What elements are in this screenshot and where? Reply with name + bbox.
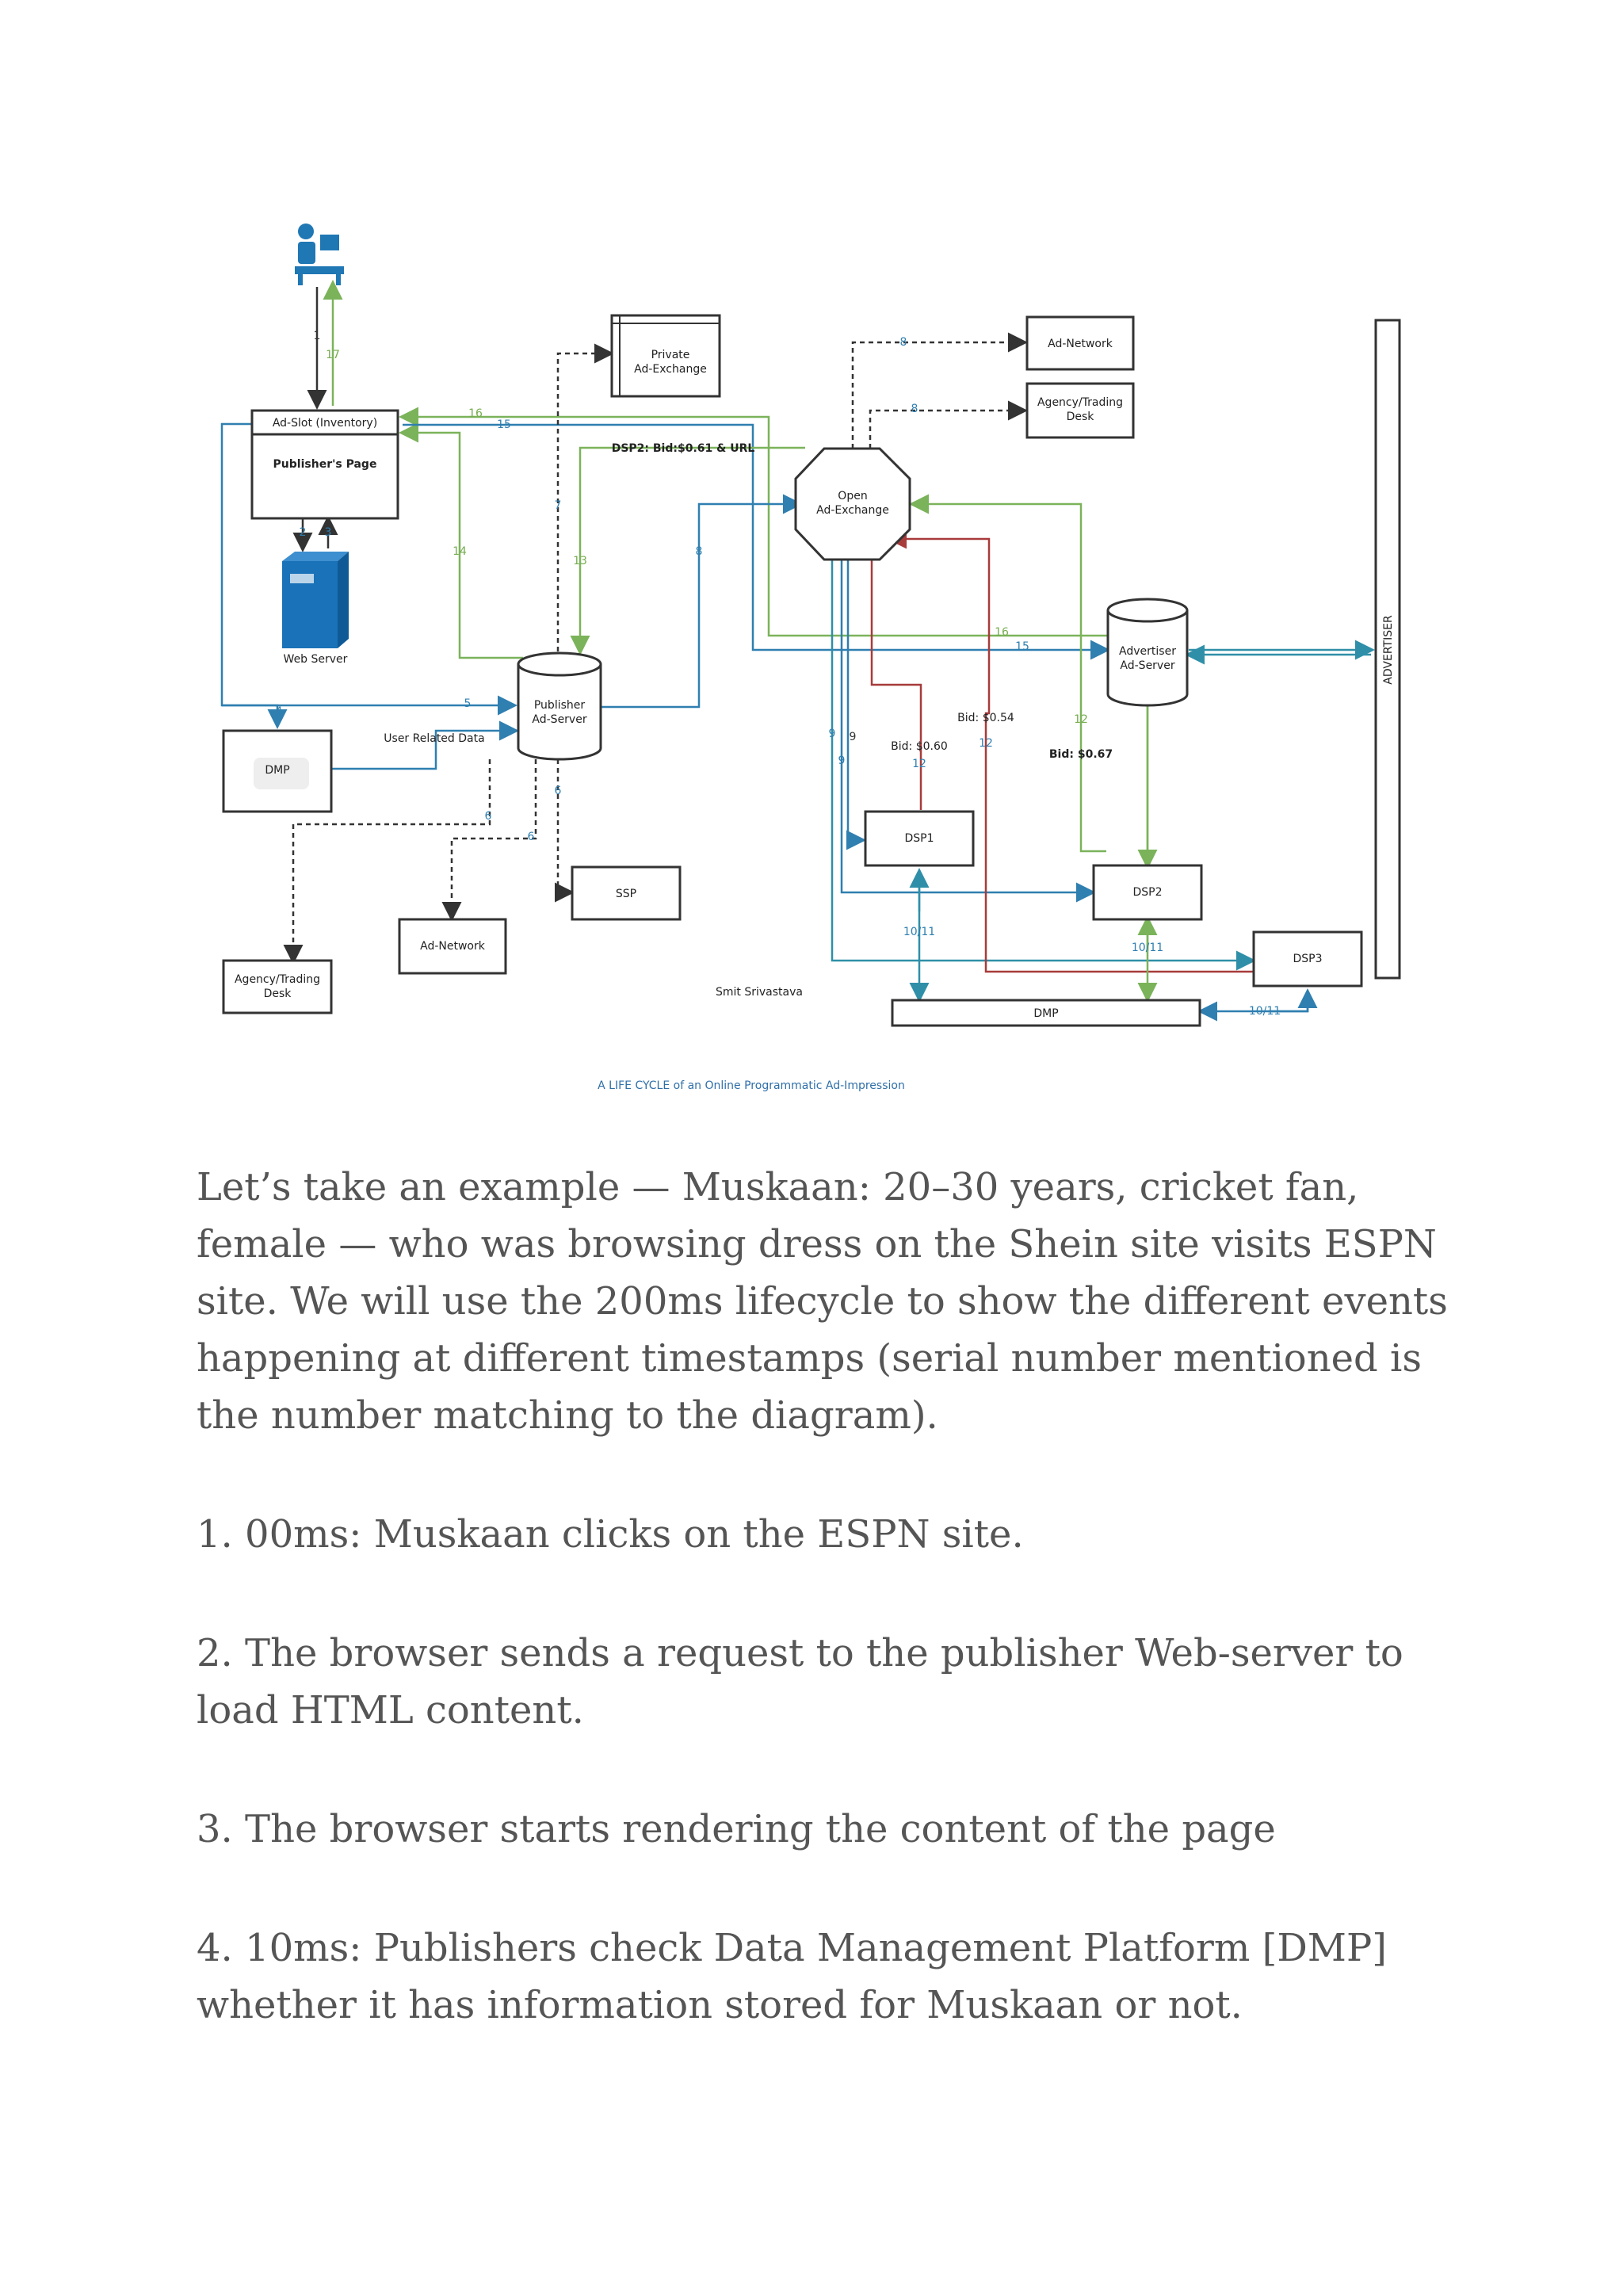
paragraph-step-4: 4. 10ms: Publishers check Data Managemen… (197, 1926, 1387, 2027)
step-number: 15 (497, 418, 511, 431)
step-number: 17 (326, 349, 340, 361)
agency-bottom-line2: Desk (264, 988, 292, 1000)
step-number: 6 (555, 785, 562, 797)
publisher-ad-server-cylinder: Publisher Ad-Server (517, 651, 602, 761)
dsp2-bid-label: DSP2: Bid:$0.61 & URL (612, 442, 755, 455)
dmp-left-label: DMP (265, 764, 289, 777)
step-number: 7 (555, 499, 562, 512)
step-number: 14 (453, 545, 467, 558)
ad-network-top-label: Ad-Network (1048, 338, 1113, 350)
step-number: 9 (829, 728, 836, 740)
publisher-ad-server-line1: Publisher (534, 699, 586, 712)
step-number: 6 (485, 810, 492, 823)
step-number: 13 (573, 555, 587, 567)
dmp-bottom-label: DMP (1033, 1007, 1058, 1020)
dmp-left-box: DMP (222, 729, 333, 813)
ad-network-bottom-label: Ad-Network (420, 940, 486, 953)
user-icon (295, 223, 344, 285)
advertiser-ad-server-line1: Advertiser (1119, 645, 1176, 658)
step-number: 10/11 (903, 926, 935, 938)
paragraph-intro: Let’s take an example — Muskaan: 20–30 y… (197, 1165, 1448, 1438)
step-number: 2 (300, 526, 307, 539)
ad-network-top-box: Ad-Network (1025, 315, 1135, 371)
open-ad-exchange-line1: Open (838, 490, 867, 502)
publisher-ad-server-line2: Ad-Server (532, 713, 586, 726)
agency-top-line2: Desk (1067, 411, 1095, 423)
step-number: 9 (850, 731, 857, 743)
agency-top-line1: Agency/Trading (1037, 396, 1123, 409)
article-body: Let’s take an example — Muskaan: 20–30 y… (197, 1159, 1449, 2095)
dmp-bottom-box: DMP (891, 999, 1201, 1027)
step-number: 9 (838, 755, 846, 767)
step-numbers: 1 17 2 3 4 5 6 6 6 7 8 8 8 9 9 9 10/11 1… (276, 330, 1281, 1018)
advertiser-ad-server-cylinder: Advertiser Ad-Server (1106, 598, 1189, 707)
step-number: 8 (911, 403, 918, 415)
bid-054-label: Bid: $0.54 (957, 712, 1014, 724)
ssp-label: SSP (616, 888, 636, 900)
publishers-page-label: Publisher's Page (273, 458, 377, 471)
advertiser-box: ADVERTISER (1374, 319, 1401, 980)
web-server-label: Web Server (284, 653, 348, 666)
agency-bottom-line1: Agency/Trading (235, 973, 320, 986)
step-number: 16 (468, 407, 483, 420)
advertiser-label: ADVERTISER (1382, 615, 1395, 685)
step-number: 16 (995, 626, 1009, 639)
figure-caption: A LIFE CYCLE of an Online Programmatic A… (598, 1079, 905, 1092)
advertiser-ad-server-line2: Ad-Server (1120, 659, 1174, 672)
step-number: 12 (979, 737, 993, 750)
agency-trading-desk-bottom-box: Agency/Trading Desk (222, 959, 333, 1014)
dsp2-box: DSP2 (1092, 864, 1203, 921)
step-number: 1 (314, 330, 321, 342)
open-ad-exchange-octagon: Open Ad-Exchange (794, 447, 911, 561)
ad-network-bottom-box: Ad-Network (398, 918, 507, 975)
dsp3-label: DSP3 (1293, 953, 1322, 965)
ssp-box: SSP (571, 865, 682, 921)
dsp2-label: DSP2 (1132, 886, 1162, 899)
step-number: 6 (528, 831, 535, 843)
private-ad-exchange-line1: Private (651, 349, 690, 361)
bid-067-label: Bid: $0.67 (1049, 748, 1113, 761)
paragraph-step-3: 3. The browser starts rendering the cont… (197, 1807, 1276, 1851)
step-number: 4 (276, 705, 283, 718)
step-number: 8 (900, 336, 907, 349)
ad-slot-box: Ad-Slot (Inventory) Publisher's Page (250, 409, 399, 520)
dsp1-box: DSP1 (864, 810, 975, 867)
paragraph-step-1: 1. 00ms: Muskaan clicks on the ESPN site… (197, 1512, 1024, 1557)
step-number: 5 (464, 697, 472, 710)
dsp1-label: DSP1 (904, 832, 934, 845)
user-related-data-label: User Related Data (384, 732, 484, 745)
web-server-icon: Web Server (282, 552, 349, 666)
ad-lifecycle-diagram: Ad-Slot (Inventory) Publisher's Page Web… (220, 223, 1401, 1092)
agency-trading-desk-top-box: Agency/Trading Desk (1025, 382, 1135, 439)
step-number: 10/11 (1132, 942, 1163, 954)
bid-060-label: Bid: $0.60 (891, 740, 948, 753)
author-label: Smit Srivastava (716, 986, 803, 999)
step-number: 12 (1074, 713, 1088, 726)
open-ad-exchange-line2: Ad-Exchange (816, 504, 889, 517)
connections (220, 280, 1375, 1022)
step-number: 12 (912, 758, 926, 770)
private-ad-exchange-box: Private Ad-Exchange (610, 314, 721, 398)
ad-slot-label: Ad-Slot (Inventory) (273, 417, 377, 430)
step-number: 15 (1015, 640, 1029, 653)
step-number: 10/11 (1249, 1005, 1281, 1018)
paragraph-step-2: 2. The browser sends a request to the pu… (197, 1631, 1403, 1733)
step-number: 3 (325, 526, 332, 539)
dsp3-box: DSP3 (1252, 930, 1363, 988)
private-ad-exchange-line2: Ad-Exchange (634, 363, 707, 376)
step-number: 8 (696, 545, 703, 558)
